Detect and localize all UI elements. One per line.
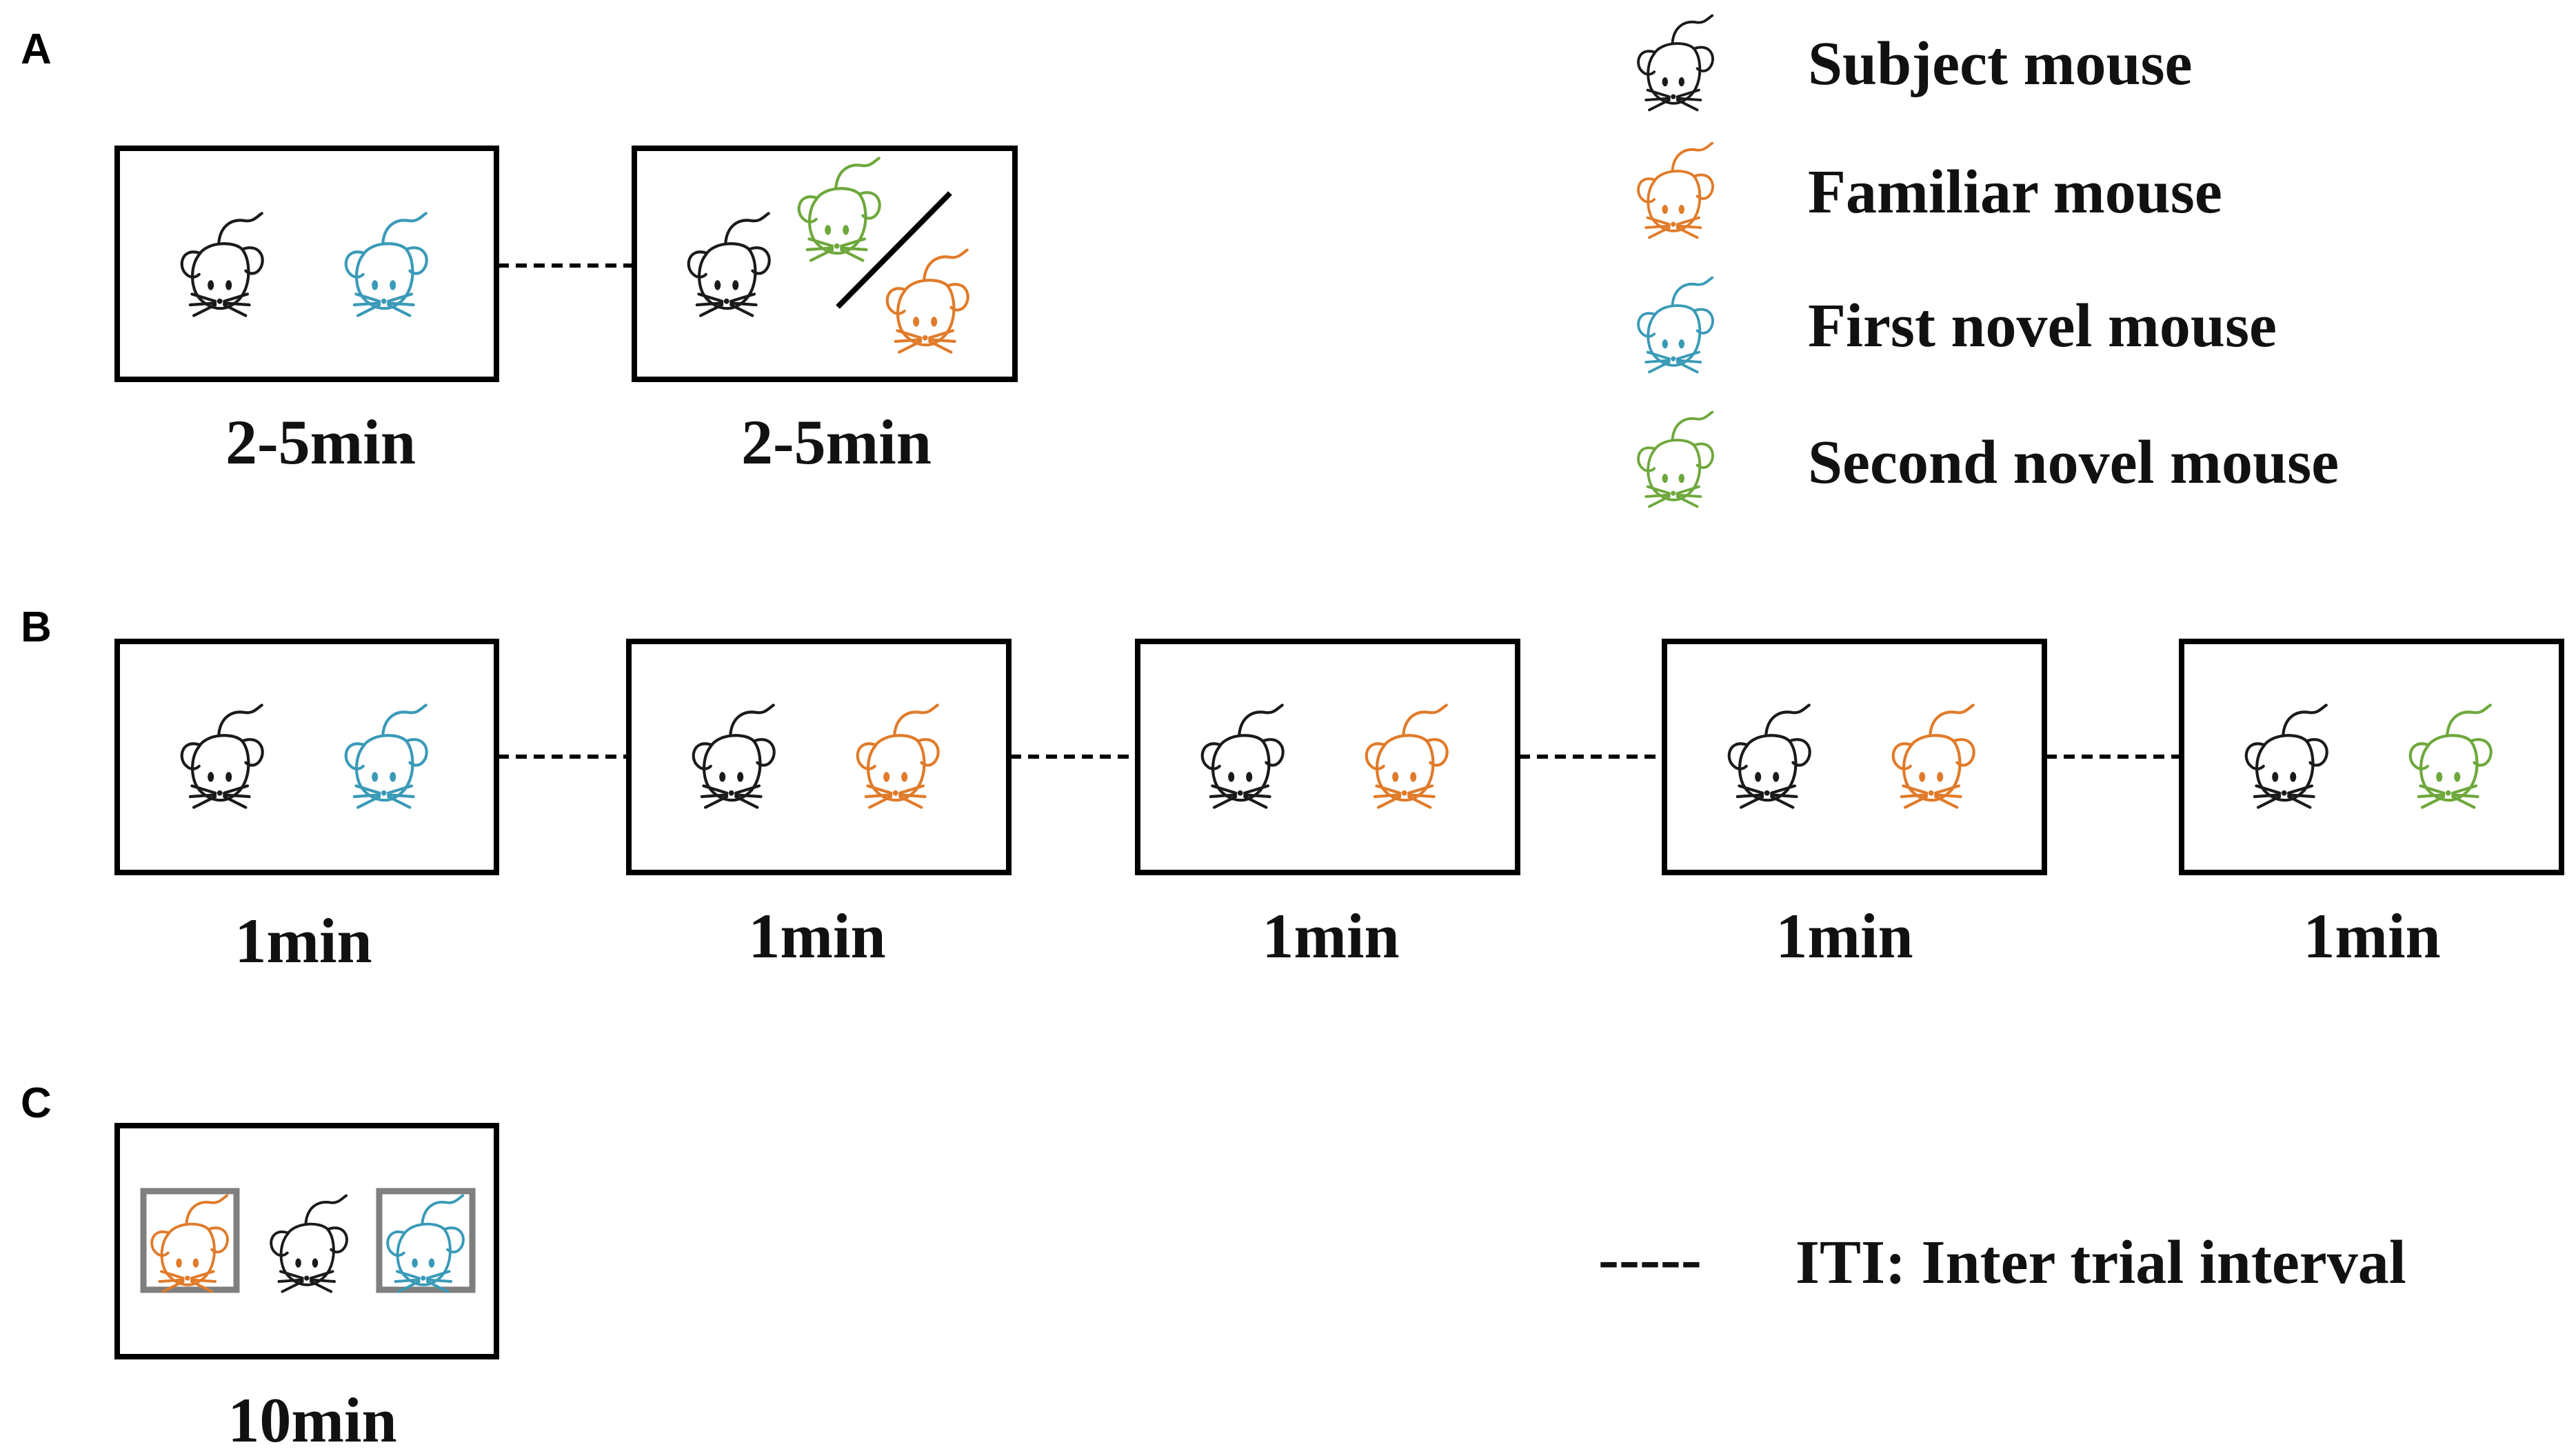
arena-box [626, 639, 1012, 875]
legend: Subject mouse Familiar mouse First novel… [1598, 14, 2406, 1297]
legend-second-novel-icon [1637, 410, 1714, 508]
duration-label: 1min [234, 906, 372, 976]
panel-letter-c: C [21, 1079, 52, 1127]
panel-letter-a: A [21, 26, 52, 73]
arena-box [114, 146, 499, 382]
legend-iti-symbol: ----- [1598, 1225, 1702, 1293]
panel-b: 1min 1min 1min 1min 1min [114, 639, 2564, 976]
arena-box [1662, 639, 2047, 875]
or-slash [836, 191, 952, 309]
legend-first-novel-label: First novel mouse [1808, 292, 2277, 360]
legend-iti-label: ITI: Inter trial interval [1795, 1228, 2406, 1297]
duration-label: 1min [2303, 901, 2440, 971]
duration-label: 2-5min [741, 407, 932, 477]
legend-familiar-icon [1637, 141, 1714, 239]
arena-box [2179, 639, 2564, 875]
legend-subject-label: Subject mouse [1808, 30, 2193, 98]
panel-letter-b: B [21, 604, 52, 651]
legend-subject-icon [1637, 14, 1714, 112]
duration-label: 2-5min [225, 407, 416, 477]
duration-label: 1min [1262, 901, 1399, 971]
legend-first-novel-icon [1637, 276, 1714, 374]
wire-cage-right [376, 1188, 476, 1293]
panel-a: 2-5min 2-5min [114, 146, 1018, 477]
wire-cage-left [140, 1188, 240, 1293]
legend-familiar-label: Familiar mouse [1808, 158, 2222, 226]
legend-second-novel-label: Second novel mouse [1808, 428, 2339, 497]
arena-box [114, 639, 499, 875]
arena-box [1135, 639, 1520, 875]
duration-label: 10min [228, 1385, 396, 1455]
duration-label: 1min [748, 901, 885, 971]
arena-box [114, 1123, 499, 1359]
duration-label: 1min [1775, 901, 1913, 971]
panel-c: 10min [114, 1123, 499, 1455]
arena-box [632, 146, 1018, 382]
